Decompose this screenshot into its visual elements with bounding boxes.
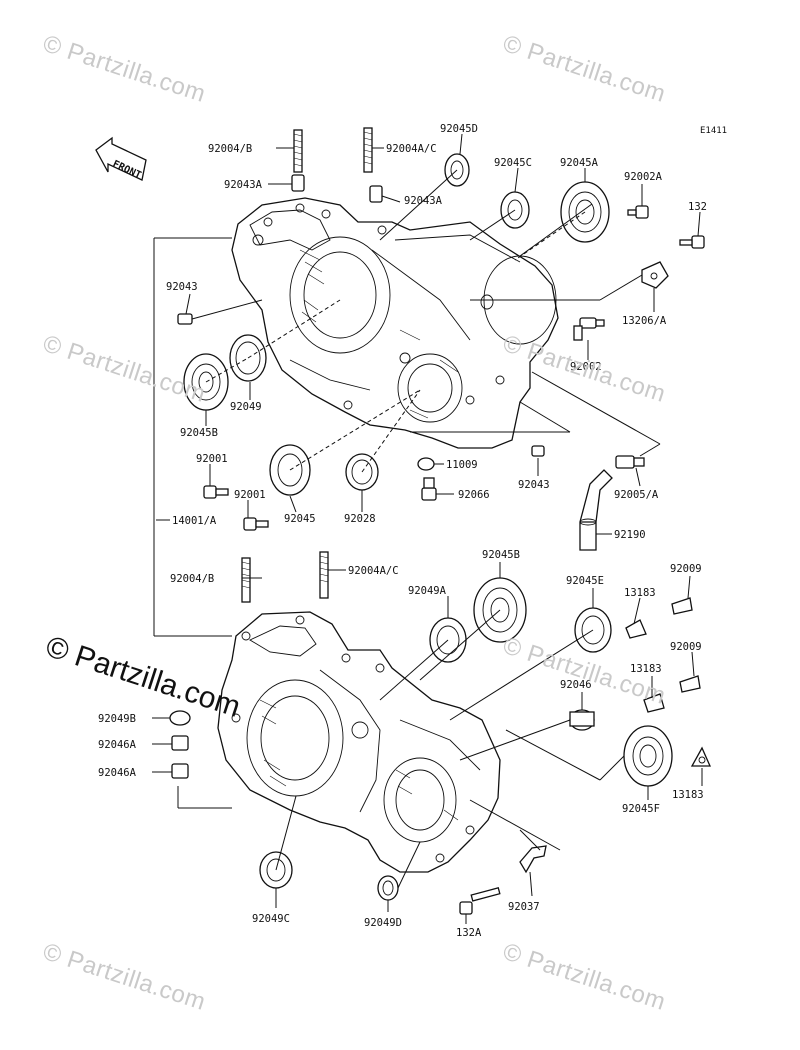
needle-bearing-92046a-1 (171, 735, 189, 751)
nipple-92002 (573, 317, 605, 341)
label-92046a-1: 92046A (98, 739, 137, 751)
bolt-92009-a (671, 597, 693, 615)
needle-bearing-92046a-2 (171, 763, 189, 779)
bolt-92001-a (203, 485, 229, 499)
label-132: 132 (688, 201, 707, 213)
needle-bearing-92046 (569, 709, 595, 731)
diagram-id: E1411 (700, 126, 727, 136)
label-92009-b: 92009 (670, 641, 702, 653)
label-92004b-bottom: 92004/B (170, 573, 214, 585)
label-92004ac-top: 92004A/C (386, 143, 437, 155)
label-92043-left: 92043 (166, 281, 198, 293)
hose-92190 (579, 469, 613, 551)
label-92049a: 92049A (408, 585, 447, 597)
stud-92004ac-bottom (319, 551, 329, 599)
bracket-13183-a (625, 619, 647, 639)
label-92049c: 92049C (252, 913, 290, 925)
label-92043-right: 92043 (518, 479, 550, 491)
label-92045b-left: 92045B (180, 427, 218, 439)
bracket-13183-c (690, 746, 712, 767)
leader-lines (152, 133, 703, 924)
bracket-13206a (641, 261, 669, 289)
label-92049b: 92049B (98, 713, 136, 725)
stud-92004ac-top (363, 127, 373, 173)
bolt-92009-b (679, 675, 701, 693)
label-92004b-top: 92004/B (208, 143, 252, 155)
bolt-92002a (627, 205, 649, 219)
label-92005a: 92005/A (614, 489, 659, 501)
upper-crankcase (231, 197, 559, 449)
label-92049d: 92049D (364, 917, 402, 929)
label-92066: 92066 (458, 489, 490, 501)
label-92043a-left: 92043A (224, 179, 263, 191)
dowel-92043a-right (369, 185, 383, 203)
label-92002a: 92002A (624, 171, 663, 183)
oil-seal-92049b (169, 710, 191, 726)
label-92045: 92045 (284, 513, 316, 525)
clamp-92037 (519, 845, 547, 874)
lower-crankcase (217, 611, 501, 873)
stud-92004b-bottom (241, 557, 251, 603)
label-13206a: 13206/A (622, 315, 667, 327)
label-11009: 11009 (446, 459, 478, 471)
label-92046a-2: 92046A (98, 767, 137, 779)
front-arrow-icon: FRONT (95, 136, 147, 181)
bolt-132a (459, 887, 501, 915)
label-92009-a: 92009 (670, 563, 702, 575)
bolt-92001-b (243, 517, 269, 531)
label-13183-c: 13183 (672, 789, 704, 801)
plug-92066 (421, 477, 437, 501)
label-92046: 92046 (560, 679, 592, 691)
dowel-92043a-left (291, 174, 305, 192)
label-13183-a: 13183 (624, 587, 656, 599)
stud-92004b-top (293, 129, 303, 173)
washer-11009 (417, 457, 435, 471)
label-92045a: 92045A (560, 157, 599, 169)
label-92045b-bottom: 92045B (482, 549, 520, 561)
label-92001-a: 92001 (196, 453, 228, 465)
bracket-13183-b (643, 693, 665, 713)
label-92028: 92028 (344, 513, 376, 525)
label-92045e: 92045E (566, 575, 604, 587)
label-92001-b: 92001 (234, 489, 266, 501)
dowel-92043-right (531, 445, 545, 457)
bearing-92045f (623, 725, 673, 787)
bolt-132 (679, 235, 705, 249)
dowel-92043-left (177, 313, 193, 325)
label-92045d: 92045D (440, 123, 478, 135)
label-14001a: 14001/A (172, 515, 217, 527)
label-92049: 92049 (230, 401, 262, 413)
oil-seal-92049d (377, 875, 399, 901)
part-labels: 92004/B 92004A/C 92045D 92043A 92043A 92… (98, 123, 707, 939)
label-92190: 92190 (614, 529, 646, 541)
label-92002: 92002 (570, 361, 602, 373)
fitting-92005a (615, 455, 645, 469)
label-13183-b: 13183 (630, 663, 662, 675)
label-92004ac-bottom: 92004A/C (348, 565, 399, 577)
label-92037: 92037 (508, 901, 540, 913)
label-92043a-right: 92043A (404, 195, 443, 207)
label-92045c: 92045C (494, 157, 532, 169)
label-132a: 132A (456, 927, 482, 939)
label-92045f: 92045F (622, 803, 660, 815)
